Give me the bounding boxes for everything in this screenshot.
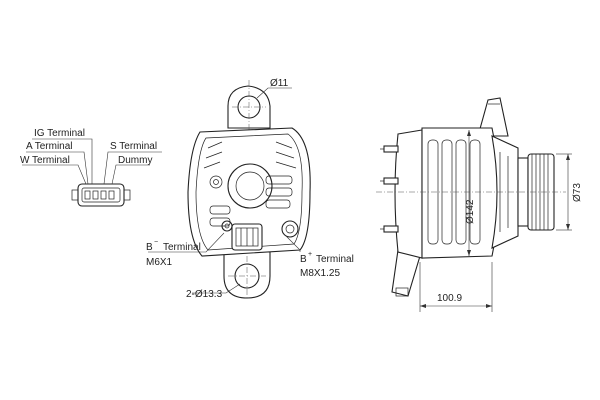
- rear-view-leaders: [148, 87, 301, 294]
- a-terminal-label: A Terminal: [26, 141, 73, 152]
- length-dimension: 100.9: [437, 293, 462, 304]
- hole-bottom-dimension: 2-Ø13.3: [186, 289, 223, 300]
- b-plus-sign: +: [308, 251, 312, 258]
- b-plus-word: Terminal: [316, 254, 354, 265]
- b-minus-sign: −: [154, 239, 158, 246]
- ig-terminal-label: IG Terminal: [34, 128, 85, 139]
- body-diameter-dimension: Ø142: [465, 199, 476, 224]
- connector-leaders: [22, 138, 162, 185]
- b-minus-thread: M6X1: [146, 257, 173, 268]
- rear-fins: [203, 141, 297, 227]
- b-plus-letter: B: [300, 254, 307, 265]
- rear-view: [187, 80, 311, 300]
- side-view: [376, 97, 566, 297]
- pulley-diameter-dimension: Ø73: [572, 183, 583, 202]
- side-view-dimensions: [419, 130, 572, 312]
- s-terminal-label: S Terminal: [110, 141, 157, 152]
- b-minus-letter: B: [146, 242, 153, 253]
- dummy-label: Dummy: [118, 155, 152, 166]
- b-minus-word: Terminal: [163, 242, 201, 253]
- w-terminal-label: W Terminal: [20, 155, 70, 166]
- b-plus-thread: M8X1.25: [300, 268, 340, 279]
- hole-top-dimension: Ø11: [270, 78, 289, 89]
- connector-plug: [71, 183, 131, 207]
